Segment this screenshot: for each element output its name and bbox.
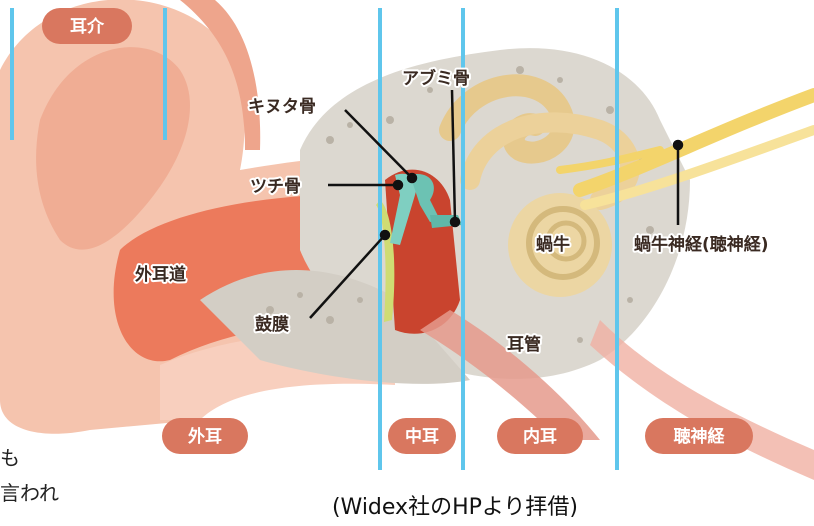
pill-outer-ear: 外耳 — [162, 418, 248, 454]
pill-pinna-label: 耳介 — [70, 16, 105, 37]
label-ear-canal: 外耳道 — [135, 264, 186, 285]
label-malleus: ツチ骨 — [250, 177, 301, 197]
pill-middle-ear: 中耳 — [388, 418, 456, 454]
pill-inner-ear-label: 内耳 — [523, 426, 557, 447]
dot-incus — [408, 174, 416, 182]
side-text-line-2: 言われ — [0, 481, 59, 505]
label-cochlea: 蝸牛 — [536, 234, 570, 255]
label-incus: キヌタ骨 — [248, 97, 316, 117]
dot-cochlear-nerve — [674, 141, 682, 149]
pill-pinna: 耳介 — [42, 8, 132, 44]
pill-auditory-nerve: 聴神経 — [645, 418, 753, 454]
pill-middle-ear-label: 中耳 — [405, 426, 439, 447]
dot-stapes — [451, 218, 459, 226]
pill-outer-ear-label: 外耳 — [188, 426, 222, 447]
side-text-line-1: も — [0, 446, 20, 470]
dot-malleus — [394, 181, 402, 189]
pill-inner-ear: 内耳 — [497, 418, 583, 454]
caption: (Widex社のHPより拝借) — [332, 495, 578, 520]
tube-muscle — [590, 320, 814, 480]
label-stapes: アブミ骨 — [402, 68, 470, 89]
pill-auditory-nerve-label: 聴神経 — [674, 426, 726, 447]
label-eustachian-tube: 耳管 — [507, 334, 541, 355]
label-eardrum: 鼓膜 — [255, 314, 289, 335]
label-cochlear-nerve: 蝸牛神経(聴神経) — [634, 234, 769, 255]
dot-eardrum — [381, 231, 389, 239]
